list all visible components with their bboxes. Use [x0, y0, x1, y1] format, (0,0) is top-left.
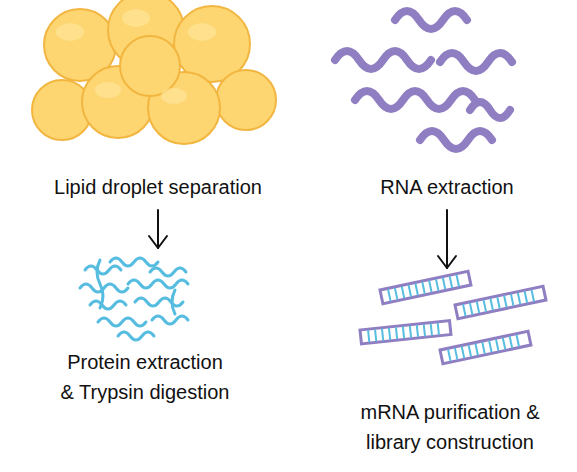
step-node: RNA extraction [380, 172, 515, 202]
flow-arrow [157, 210, 159, 248]
lipid-droplets [32, 0, 276, 144]
step-node: Protein extraction & Trypsin digestion [61, 252, 230, 407]
flow-arrow [446, 210, 448, 268]
step-label: Lipid droplet separation [54, 172, 263, 202]
arrow-head [149, 236, 167, 248]
arrow-head [438, 256, 456, 268]
step-node: mRNA purification & library construction [361, 272, 540, 457]
step-label: Protein extraction & Trypsin digestion [61, 347, 230, 407]
step-label: mRNA purification & library construction [361, 397, 540, 457]
peptides [80, 258, 188, 340]
step-node: Lipid droplet separation [54, 172, 263, 202]
library-fragments [360, 271, 546, 363]
rna-strands [335, 11, 512, 149]
step-label: RNA extraction [380, 172, 515, 202]
